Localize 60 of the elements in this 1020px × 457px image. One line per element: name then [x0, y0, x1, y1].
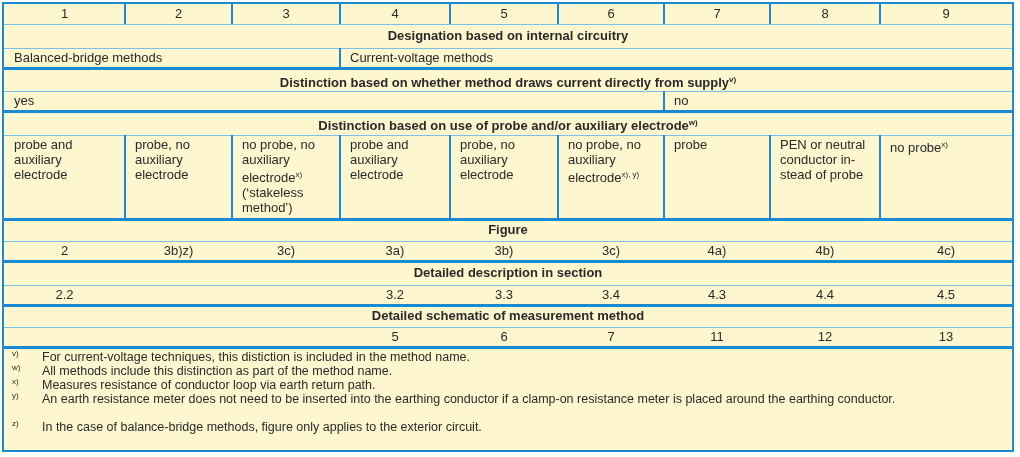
answer-text: yes	[13, 92, 36, 110]
row-heading: Distinction based on whether method draws current directly from supply$^{v)}$	[278, 74, 738, 91]
figure-number: 4b)	[814, 242, 836, 260]
footnote-mark: v)	[12, 349, 19, 358]
schematic-number: 7	[606, 328, 616, 346]
column-number: 2	[173, 5, 184, 23]
row-heading: Detailed description in section	[412, 264, 604, 282]
schematic-number: 12	[816, 328, 834, 346]
footnote-text: All methods include this distinction as part of the method name.	[42, 365, 394, 378]
column-number: 9	[941, 5, 951, 23]
section-number: 4.4	[814, 286, 836, 304]
section-number: 3.2	[384, 286, 406, 304]
figure-number: 3b)	[493, 242, 515, 260]
description-text: probe and auxiliary electrode	[349, 136, 410, 184]
column-number: 4	[390, 5, 400, 23]
row-heading: Designation based on internal circuitry	[386, 27, 630, 45]
description-text: probe	[673, 136, 709, 154]
footnote-text: In the case of balance-bridge methods, figure only applies to the exterior circuit.	[42, 421, 483, 434]
column-number: 5	[499, 5, 509, 23]
description-text: probe, no auxiliary electrode	[134, 136, 191, 184]
figure-number: 4c)	[935, 242, 957, 260]
footnote-mark: z)	[12, 419, 19, 428]
description-text: no probe, no auxiliary electrode$^{x), y)}$	[567, 136, 642, 188]
method-name: Current-voltage methods	[349, 49, 495, 67]
footnote-text: Measures resistance of conductor loop via earth return path.	[42, 379, 377, 392]
section-number: 4.5	[935, 286, 957, 304]
schematic-number: 13	[937, 328, 955, 346]
description-text: probe, no auxiliary electrode	[459, 136, 516, 184]
footnote-text: An earth resistance meter does not need to be inserted into the earthing conductor if a clamp-on resistance meter is placed around the earthing conductor.	[42, 393, 897, 406]
column-number: 1	[59, 5, 70, 23]
description-text: no probe$^{x)}$	[889, 139, 949, 158]
row-heading: Distinction based on use of probe and/or auxiliary electrode$^{w)}$	[317, 117, 699, 135]
schematic-number: 11	[709, 328, 725, 346]
method-name: Balanced-bridge methods	[13, 49, 164, 67]
column-number: 6	[606, 5, 616, 23]
column-number: 3	[281, 5, 291, 23]
description-text: probe and auxiliary electrode	[13, 136, 74, 184]
row-heading: Detailed schematic of measurement method	[370, 307, 646, 325]
figure-number: 2	[59, 242, 70, 260]
section-number: 3.3	[493, 286, 515, 304]
answer-text: no	[673, 92, 690, 110]
figure-number: 3a)	[384, 242, 406, 260]
figure-number: 3c)	[600, 242, 622, 260]
footnote-mark: y)	[12, 391, 19, 400]
figure-number: 4a)	[706, 242, 728, 260]
section-number: 4.3	[706, 286, 728, 304]
description-text: no probe, no auxiliary electrode$^{x)}$ (‘stakeless method’)	[241, 136, 316, 218]
figure-number: 3b)z)	[162, 242, 195, 260]
footnote-text: For current-voltage techniques, this distiction is included in the method name.	[42, 351, 471, 364]
column-number: 7	[712, 5, 722, 23]
section-number: 3.4	[600, 286, 622, 304]
schematic-number: 6	[499, 328, 509, 346]
section-number: 2.2	[54, 286, 75, 304]
footnote-mark: w)	[12, 363, 21, 372]
footnote-mark: x)	[12, 377, 19, 386]
row-heading: Figure	[487, 221, 529, 239]
schematic-number: 5	[390, 328, 400, 346]
figure-number: 3c)	[275, 242, 297, 260]
description-text: PEN or neutral conductor in-stead of probe	[779, 136, 867, 184]
column-number: 8	[820, 5, 830, 23]
